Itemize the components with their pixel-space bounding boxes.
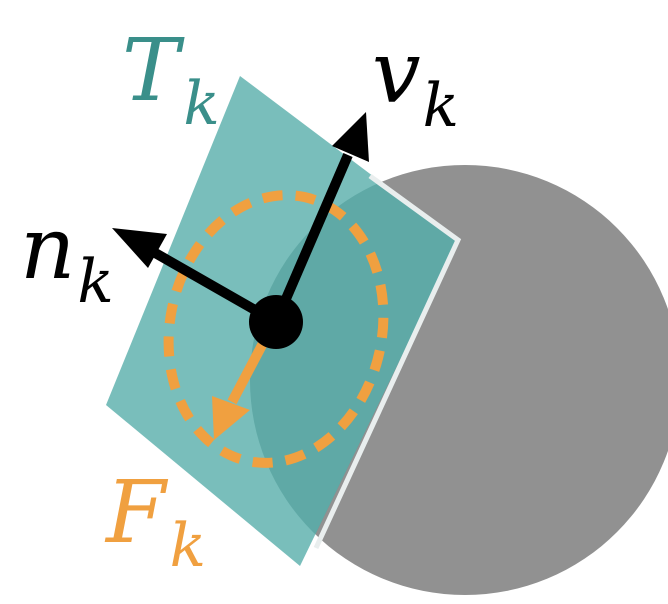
contact-point <box>249 295 303 349</box>
force-label: Fk <box>104 463 206 581</box>
velocity-arrowhead <box>332 112 369 162</box>
velocity-arrow-shaft <box>271 153 353 324</box>
plane-edge-highlight <box>313 173 462 550</box>
velocity-label: vk <box>372 23 459 141</box>
normal-arrowhead <box>112 228 167 268</box>
normal-label: nk <box>20 199 114 317</box>
friction-ellipse <box>163 190 389 468</box>
tangent-plane-label: Tk <box>122 21 220 139</box>
force-arrowhead <box>212 396 250 440</box>
